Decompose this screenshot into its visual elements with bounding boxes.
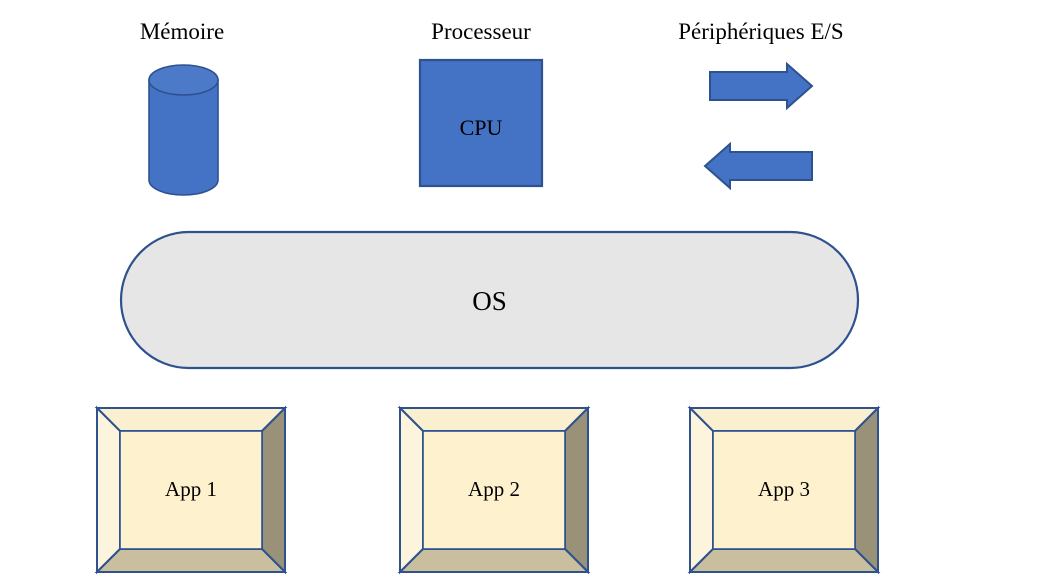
memory-cylinder-shape[interactable]	[148, 64, 219, 196]
cpu-box-shape[interactable]	[418, 58, 544, 188]
label-memoire: Mémoire	[139, 19, 225, 44]
app-1-shape[interactable]	[94, 405, 288, 575]
cylinder-body	[148, 79, 219, 196]
label-processeur: Processeur	[431, 19, 531, 44]
cylinder-top-ellipse	[148, 64, 219, 96]
app-2-shape[interactable]	[397, 405, 591, 575]
arrow-right-icon[interactable]	[709, 61, 814, 111]
arrow-left-icon[interactable]	[703, 141, 813, 191]
label-peripheriques-es: Périphériques E/S	[678, 19, 844, 44]
os-shape[interactable]	[119, 230, 860, 370]
app-3-shape[interactable]	[687, 405, 881, 575]
